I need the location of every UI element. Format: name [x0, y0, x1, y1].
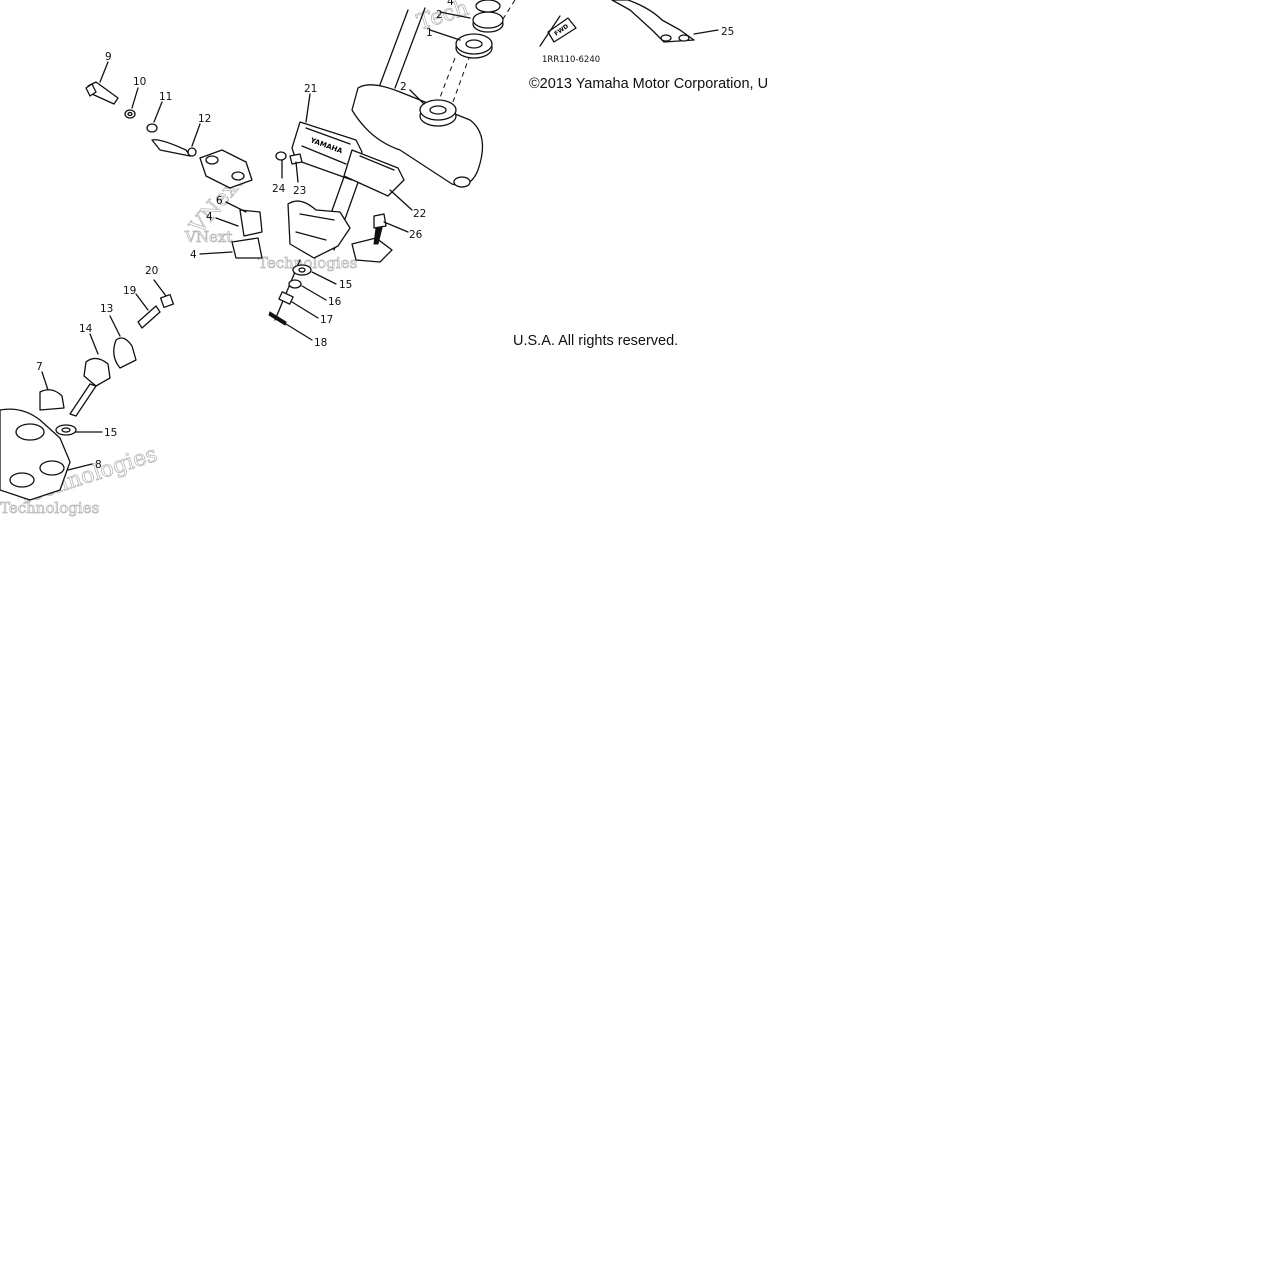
- callout-12: 12: [198, 113, 211, 125]
- callout-19: 19: [123, 285, 136, 297]
- callout-6: 6: [216, 195, 223, 207]
- upper-bracket: YAMAHA: [291, 84, 484, 197]
- callout-10: 10: [133, 76, 146, 88]
- callout-8: 8: [95, 459, 102, 471]
- watermark-technologies-low: Technologies: [0, 499, 99, 517]
- callout-23: 23: [293, 185, 306, 197]
- callout-1: 1: [426, 27, 433, 39]
- copyright-line-1: ©2013 Yamaha Motor Corporation, U: [529, 76, 769, 92]
- risers: [0, 293, 175, 501]
- callout-24: 24: [272, 183, 286, 195]
- callout-16: 16: [328, 296, 342, 308]
- callout-21: 21: [304, 83, 317, 95]
- callout-numbers: 9 10 11 12 21 2 2 1 4 24 23 22 26 6 4 4 …: [36, 0, 734, 471]
- callout-4-mid: 4: [206, 211, 213, 223]
- copyright-line-2: U.S.A. All rights reserved.: [513, 333, 679, 349]
- callout-9: 9: [105, 51, 112, 63]
- callout-25: 25: [721, 26, 734, 38]
- callout-22: 22: [413, 208, 426, 220]
- callout-20: 20: [145, 265, 158, 277]
- callout-15-right: 15: [339, 279, 352, 291]
- watermark-technologies-mid: Technologies: [258, 254, 357, 272]
- part-code: 1RR110-6240: [542, 55, 600, 65]
- callout-7: 7: [36, 361, 43, 373]
- callout-4-top: 4: [447, 0, 454, 8]
- watermark-vnext: VNext: [184, 228, 232, 246]
- right-arm: FWD: [539, 0, 695, 47]
- leader-lines: [41, 11, 719, 471]
- clamp-assembly-left: [85, 81, 253, 189]
- callout-18: 18: [314, 337, 327, 349]
- lower-bracket: [231, 200, 393, 263]
- callout-2-upper: 2: [436, 9, 443, 21]
- bearings-top: [419, 0, 504, 127]
- callout-13: 13: [100, 303, 113, 315]
- watermark-tech: Tech: [414, 0, 472, 36]
- callout-4-low: 4: [190, 249, 197, 261]
- callout-11: 11: [159, 91, 172, 103]
- callout-15-left: 15: [104, 427, 117, 439]
- callout-14: 14: [79, 323, 93, 335]
- callout-26: 26: [409, 229, 423, 241]
- small-hardware: [268, 151, 387, 326]
- callout-17: 17: [320, 314, 333, 326]
- callout-2-lower: 2: [400, 81, 407, 93]
